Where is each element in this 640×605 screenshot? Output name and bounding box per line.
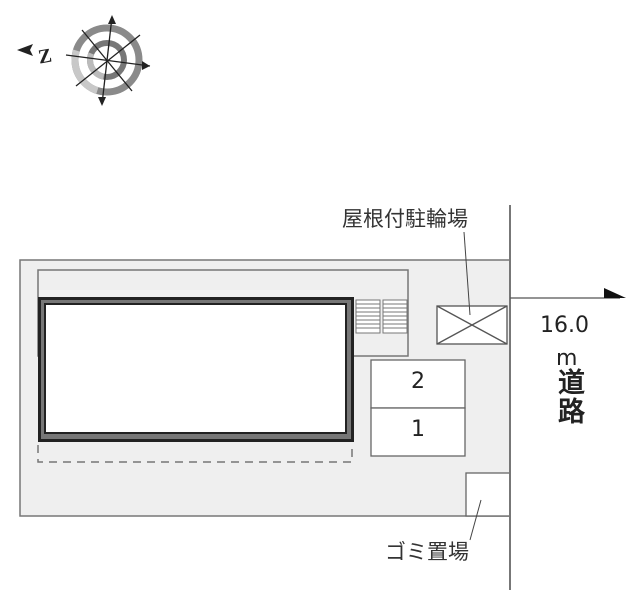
road-width-unit: m bbox=[556, 346, 578, 371]
road-width-value: 16.0 bbox=[540, 313, 589, 338]
dashed-eave-line bbox=[37, 445, 353, 463]
bike-leader-line bbox=[463, 231, 471, 316]
parking-area bbox=[370, 359, 466, 457]
arrow-right-icon bbox=[604, 288, 626, 298]
garbage-area bbox=[465, 472, 511, 517]
garbage-area-label: ゴミ置場 bbox=[385, 540, 469, 564]
compass-rose-icon: Z bbox=[17, 15, 151, 106]
covered-bicycle-parking-label: 屋根付駐輪場 bbox=[342, 207, 468, 231]
stairs bbox=[355, 299, 408, 334]
parking-slot-1: 1 bbox=[411, 417, 425, 442]
svg-text:Z: Z bbox=[37, 45, 54, 69]
road-name: 道路 bbox=[553, 368, 584, 426]
covered-bicycle-parking bbox=[436, 305, 508, 345]
garbage-leader-line bbox=[469, 499, 482, 541]
parking-slot-2: 2 bbox=[411, 369, 425, 394]
